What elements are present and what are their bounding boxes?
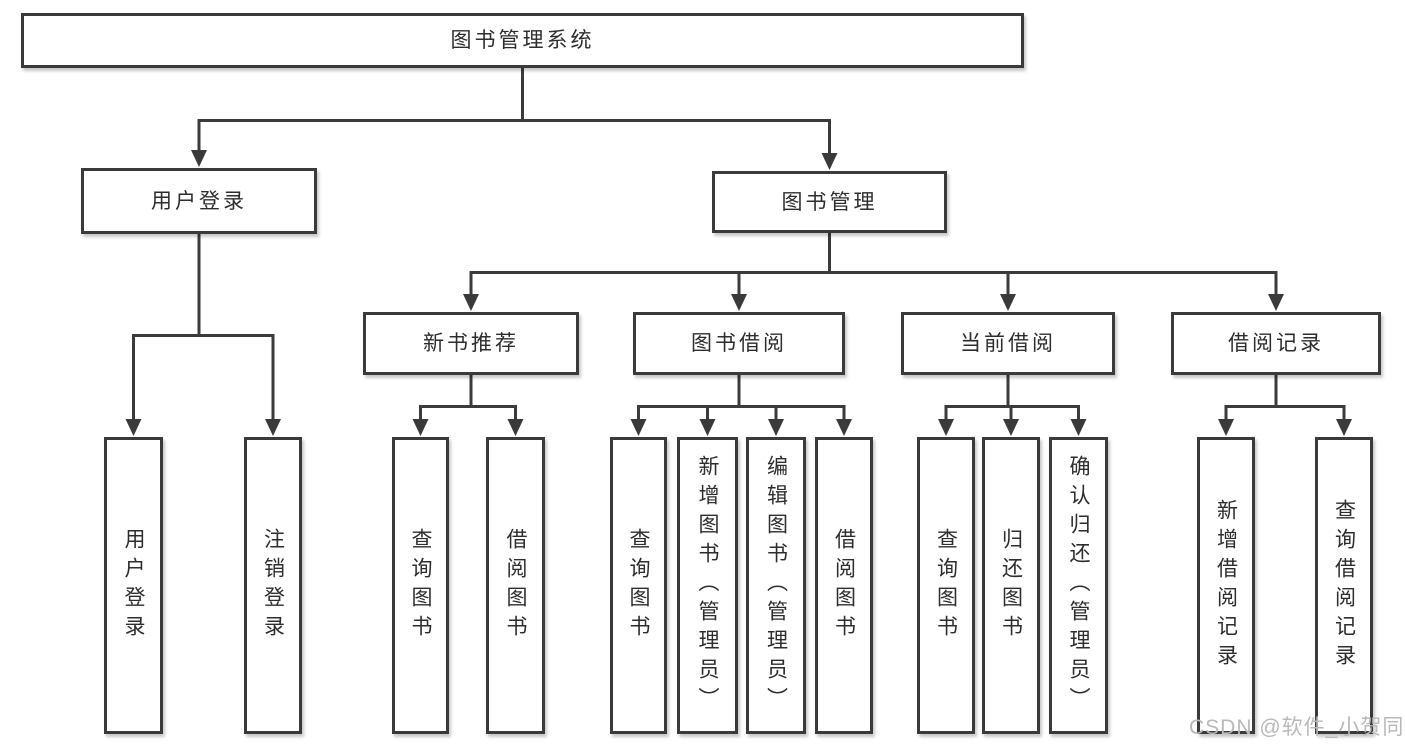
node-label: 注销登录 [261, 527, 285, 644]
node-user-login-group: 用户登录 [81, 168, 317, 234]
edge-newbook-to-query [412, 375, 473, 436]
node-label: 图书管理系统 [450, 29, 595, 52]
node-new-book-recommendation: 新书推荐 [363, 312, 579, 375]
node-label: 借阅图书 [504, 527, 527, 644]
edge-borrow-to-borrow [737, 375, 852, 436]
node-current-borrowing: 当前借阅 [901, 312, 1115, 375]
node-label: 图书管理 [781, 190, 878, 214]
edge-root-to-book-management-group [521, 68, 838, 170]
node-leaf-borrow-books: 借阅图书 [815, 437, 873, 734]
node-label: 新增图书（管理员） [696, 455, 719, 716]
edge-records-to-add [1218, 375, 1278, 436]
node-label: 用户登录 [151, 189, 247, 213]
node-leaf-query-borrow-record: 查询借阅记录 [1315, 437, 1373, 734]
node-label: 图书借阅 [691, 332, 787, 355]
node-label: 用户登录 [122, 527, 145, 644]
node-leaf-edit-books-admin: 编辑图书（管理员） [746, 437, 806, 734]
edge-mgmt-to-current-borrow [828, 233, 1016, 311]
node-label: 新书推荐 [423, 332, 519, 355]
node-borrowing-records: 借阅记录 [1171, 312, 1381, 375]
node-leaf-query-books: 查询图书 [610, 437, 667, 734]
node-label: 新增借阅记录 [1214, 498, 1238, 673]
node-leaf-add-borrow-record: 新增借阅记录 [1197, 437, 1255, 734]
edge-borrow-to-query [630, 375, 741, 436]
node-label: 确认归还（管理员） [1067, 455, 1090, 716]
edge-borrow-to-edit [737, 375, 784, 436]
node-label: 编辑图书（管理员） [764, 455, 788, 716]
edge-newbook-to-borrow [469, 375, 524, 436]
node-leaf-query-books: 查询图书 [917, 437, 975, 734]
node-book-borrowing: 图书借阅 [633, 312, 845, 375]
edge-mgmt-to-book-borrow [731, 233, 831, 311]
node-label: 查询图书 [409, 527, 432, 644]
edge-records-to-query [1274, 375, 1352, 436]
node-label: 借阅记录 [1228, 332, 1324, 355]
edge-borrow-to-add [699, 375, 741, 436]
node-leaf-query-books: 查询图书 [392, 437, 449, 734]
node-leaf-confirm-return-admin: 确认归还（管理员） [1049, 437, 1108, 734]
node-leaf-user-login: 用户登录 [104, 437, 163, 734]
edge-mgmt-to-new-book [463, 233, 831, 311]
edge-current-to-query [938, 375, 1010, 436]
node-label: 归还图书 [999, 527, 1023, 644]
node-label: 查询图书 [934, 527, 958, 644]
node-book-management-system: 图书管理系统 [21, 13, 1024, 68]
watermark: CSDN @软件_小贺同学 [1189, 716, 1405, 739]
node-leaf-borrow-books: 借阅图书 [486, 437, 545, 734]
edge-current-to-confirm [1006, 375, 1087, 436]
edge-login-to-logout [197, 234, 281, 436]
node-label: 查询借阅记录 [1332, 498, 1356, 673]
edge-mgmt-to-borrow-records [828, 233, 1284, 311]
node-leaf-return-books: 归还图书 [982, 437, 1040, 734]
edge-root-to-user-login-group [191, 68, 524, 167]
node-label: 当前借阅 [960, 332, 1056, 355]
edge-login-to-user-login [125, 234, 201, 436]
node-label: 借阅图书 [832, 527, 856, 644]
node-label: 查询图书 [627, 527, 650, 644]
node-leaf-add-books-admin: 新增图书（管理员） [677, 437, 738, 734]
node-leaf-logout: 注销登录 [244, 437, 302, 734]
node-book-management-group: 图书管理 [712, 171, 947, 233]
